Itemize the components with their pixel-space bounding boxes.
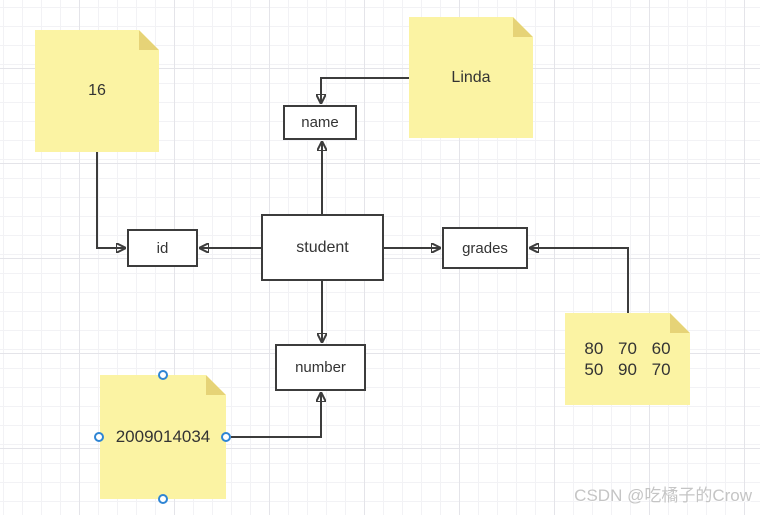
connector-note16-to-id[interactable]: [96, 152, 125, 248]
note-number-value-label: 2009014034: [115, 427, 211, 446]
shape-number[interactable]: number: [275, 344, 366, 391]
connection-point-right[interactable]: [221, 432, 231, 442]
shape-number-label: number: [295, 359, 346, 376]
grades-values-row-2: 50 90 70: [584, 360, 671, 379]
shape-name-label: name: [301, 114, 339, 131]
note-id-value[interactable]: 16: [35, 30, 159, 152]
note-name-value[interactable]: Linda: [409, 17, 533, 138]
grades-values-row-1: 80 70 60: [584, 339, 671, 358]
note-grades-values[interactable]: 80 70 60 50 90 70: [565, 313, 690, 405]
shape-name[interactable]: name: [283, 105, 357, 140]
shape-student[interactable]: student: [261, 214, 384, 281]
note-id-value-label: 16: [88, 82, 106, 99]
shape-grades-label: grades: [462, 239, 508, 257]
note-name-value-label: Linda: [451, 68, 491, 86]
note-number-value[interactable]: 2009014034: [100, 375, 226, 499]
shape-student-label: student: [296, 238, 349, 256]
shape-id[interactable]: id: [127, 229, 198, 267]
connector-gradesnote-to-grades[interactable]: [530, 248, 629, 313]
connection-point-top[interactable]: [158, 370, 168, 380]
connector-numbernote-to-number[interactable]: [231, 393, 321, 438]
connector-linda-to-name[interactable]: [321, 77, 409, 103]
connection-point-bottom[interactable]: [158, 494, 168, 504]
connection-point-left[interactable]: [94, 432, 104, 442]
shape-id-label: id: [156, 239, 169, 257]
shape-grades[interactable]: grades: [442, 227, 528, 269]
